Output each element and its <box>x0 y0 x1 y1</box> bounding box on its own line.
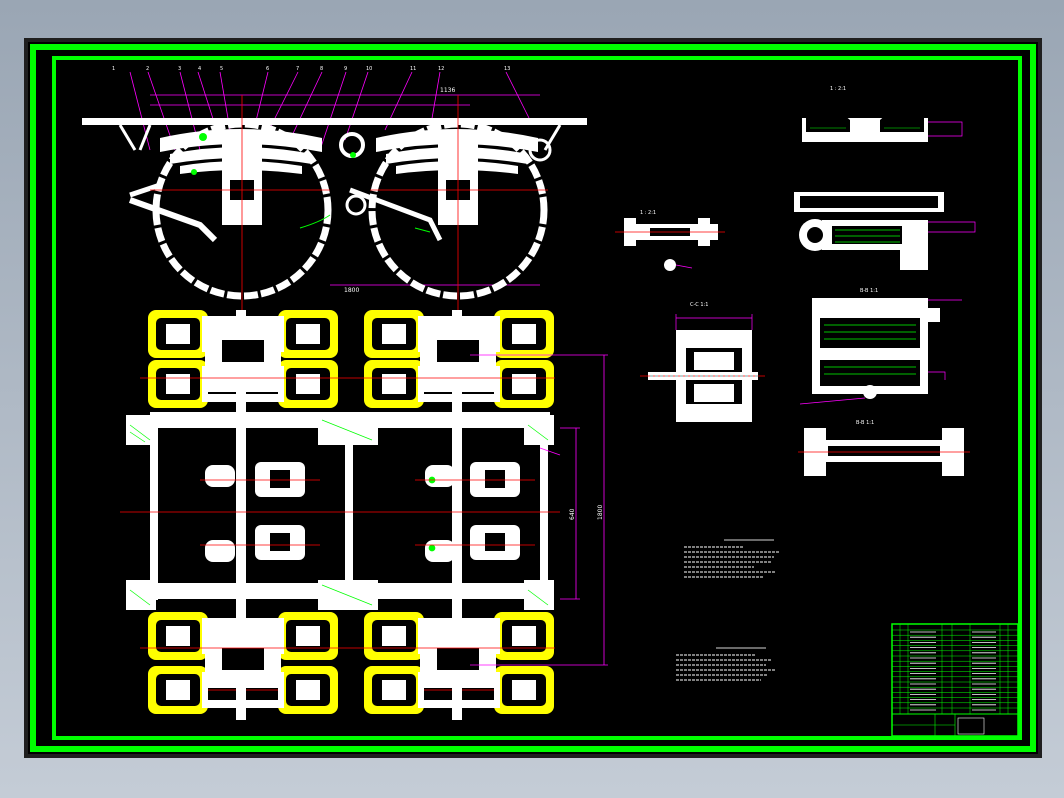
detail-hub-label: C-C 1:1 <box>690 302 708 308</box>
svg-text:7: 7 <box>296 66 299 72</box>
detail-shaft-label: 1 : 2:1 <box>640 210 656 216</box>
detail-a-label: 1 : 2:1 <box>830 86 846 92</box>
svg-text:12: 12 <box>438 66 444 72</box>
title-block <box>891 623 1019 737</box>
svg-text:4: 4 <box>198 66 201 72</box>
detail-housing-label: B-B 1:1 <box>860 288 878 294</box>
svg-text:11: 11 <box>410 66 416 72</box>
svg-text:13: 13 <box>504 66 510 72</box>
svg-text:3: 3 <box>178 66 181 72</box>
svg-text:8: 8 <box>320 66 323 72</box>
svg-text:2: 2 <box>146 66 149 72</box>
svg-text:1: 1 <box>112 66 115 72</box>
border-inner <box>52 56 1022 740</box>
dim-wheelbase: 1800 <box>344 287 359 294</box>
svg-text:5: 5 <box>220 66 223 72</box>
svg-text:6: 6 <box>266 66 269 72</box>
dim-half-top: 1136 <box>440 87 455 94</box>
technical-notes <box>676 539 779 681</box>
detail-hub-section: C-C 1:1 <box>640 302 765 422</box>
svg-text:9: 9 <box>344 66 347 72</box>
dim-gauge-outer: 1800 <box>597 505 604 520</box>
detail-channel-section <box>794 192 976 270</box>
detail-axle-section: B-B 1:1 <box>798 420 970 476</box>
plan-view: 640 1800 <box>120 310 608 720</box>
dim-gauge-inner: 640 <box>569 508 576 520</box>
svg-text:10: 10 <box>366 66 372 72</box>
detail-bracket-section-a: 1 : 2:1 <box>802 86 963 142</box>
detail-shaft: 1 : 2:1 <box>615 210 725 271</box>
border-outer <box>30 44 1036 752</box>
detail-spring-housing: B-B 1:1 <box>799 288 962 405</box>
detail-axle-label: B-B 1:1 <box>856 420 874 426</box>
